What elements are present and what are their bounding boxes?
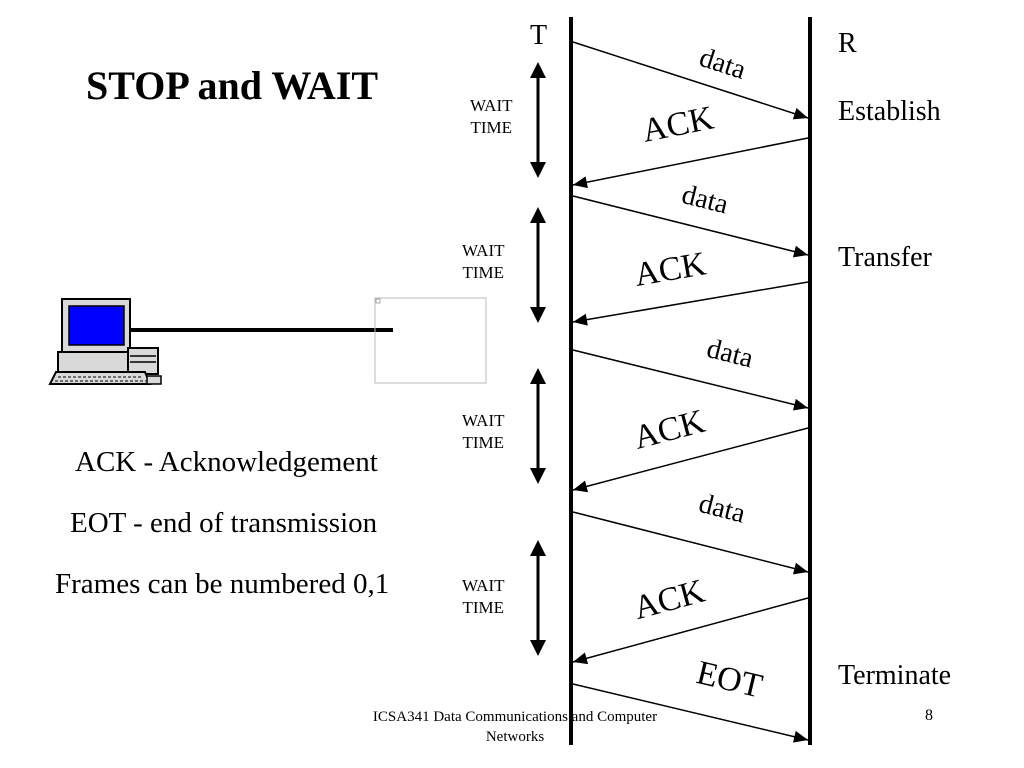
- computer-icon: [48, 298, 162, 385]
- message-label-1: data: [696, 42, 750, 86]
- message-label-2: ACK: [639, 99, 717, 149]
- image-placeholder: [374, 297, 487, 384]
- message-arrow-2: [572, 137, 809, 186]
- wait-arrow-down-2: [530, 307, 546, 323]
- message-arrow-9: [572, 683, 809, 741]
- message-label-5: data: [704, 333, 757, 374]
- footer-course: ICSA341 Data Communications and Computer…: [372, 709, 658, 745]
- message-arrow-3: [572, 195, 809, 256]
- arrowhead-5: [792, 398, 808, 411]
- legend-eot: EOT - end of transmission: [70, 507, 378, 539]
- message-arrow-8: [572, 597, 809, 663]
- message-arrow-5: [572, 349, 809, 409]
- wait-time-arrows: [530, 62, 546, 656]
- wait-arrow-up-2: [530, 207, 546, 223]
- slide-title: STOP and WAIT: [86, 63, 379, 108]
- arrowhead-4: [573, 313, 588, 326]
- wait-arrow-down-3: [530, 468, 546, 484]
- message-arrow-7: [572, 511, 809, 573]
- message-arrow-1: [572, 41, 809, 119]
- stage-terminate: Terminate: [838, 660, 952, 691]
- stage-transfer: Transfer: [838, 242, 932, 273]
- legend-frames: Frames can be numbered 0,1: [55, 568, 390, 600]
- arrowhead-3: [792, 245, 808, 258]
- wait-arrow-down-4: [530, 640, 546, 656]
- wait-arrow-up-3: [530, 368, 546, 384]
- message-arrow-4: [572, 281, 809, 323]
- arrowhead-9: [792, 730, 808, 743]
- wait-arrow-up-4: [530, 540, 546, 556]
- wait-arrow-up-1: [530, 62, 546, 78]
- arrowhead-7: [792, 562, 808, 575]
- message-label-4: ACK: [632, 245, 709, 294]
- message-label-7: data: [696, 488, 749, 530]
- arrowhead-2: [573, 176, 588, 189]
- receiver-label: R: [838, 28, 857, 59]
- stage-establish: Establish: [838, 96, 941, 127]
- arrowhead-8: [573, 652, 589, 665]
- page-number: 8: [925, 707, 933, 724]
- screen: [68, 305, 125, 346]
- message-label-8: ACK: [630, 572, 709, 627]
- legend-ack: ACK - Acknowledgement: [75, 446, 378, 478]
- sender-label: T: [530, 20, 548, 51]
- message-label-9: EOT: [693, 654, 766, 705]
- message-arrow-6: [572, 427, 809, 491]
- arrowhead-1: [792, 107, 808, 120]
- message-label-6: ACK: [630, 403, 709, 457]
- arrowhead-6: [573, 480, 589, 493]
- wait-arrow-down-1: [530, 162, 546, 178]
- message-label-3: data: [679, 179, 732, 221]
